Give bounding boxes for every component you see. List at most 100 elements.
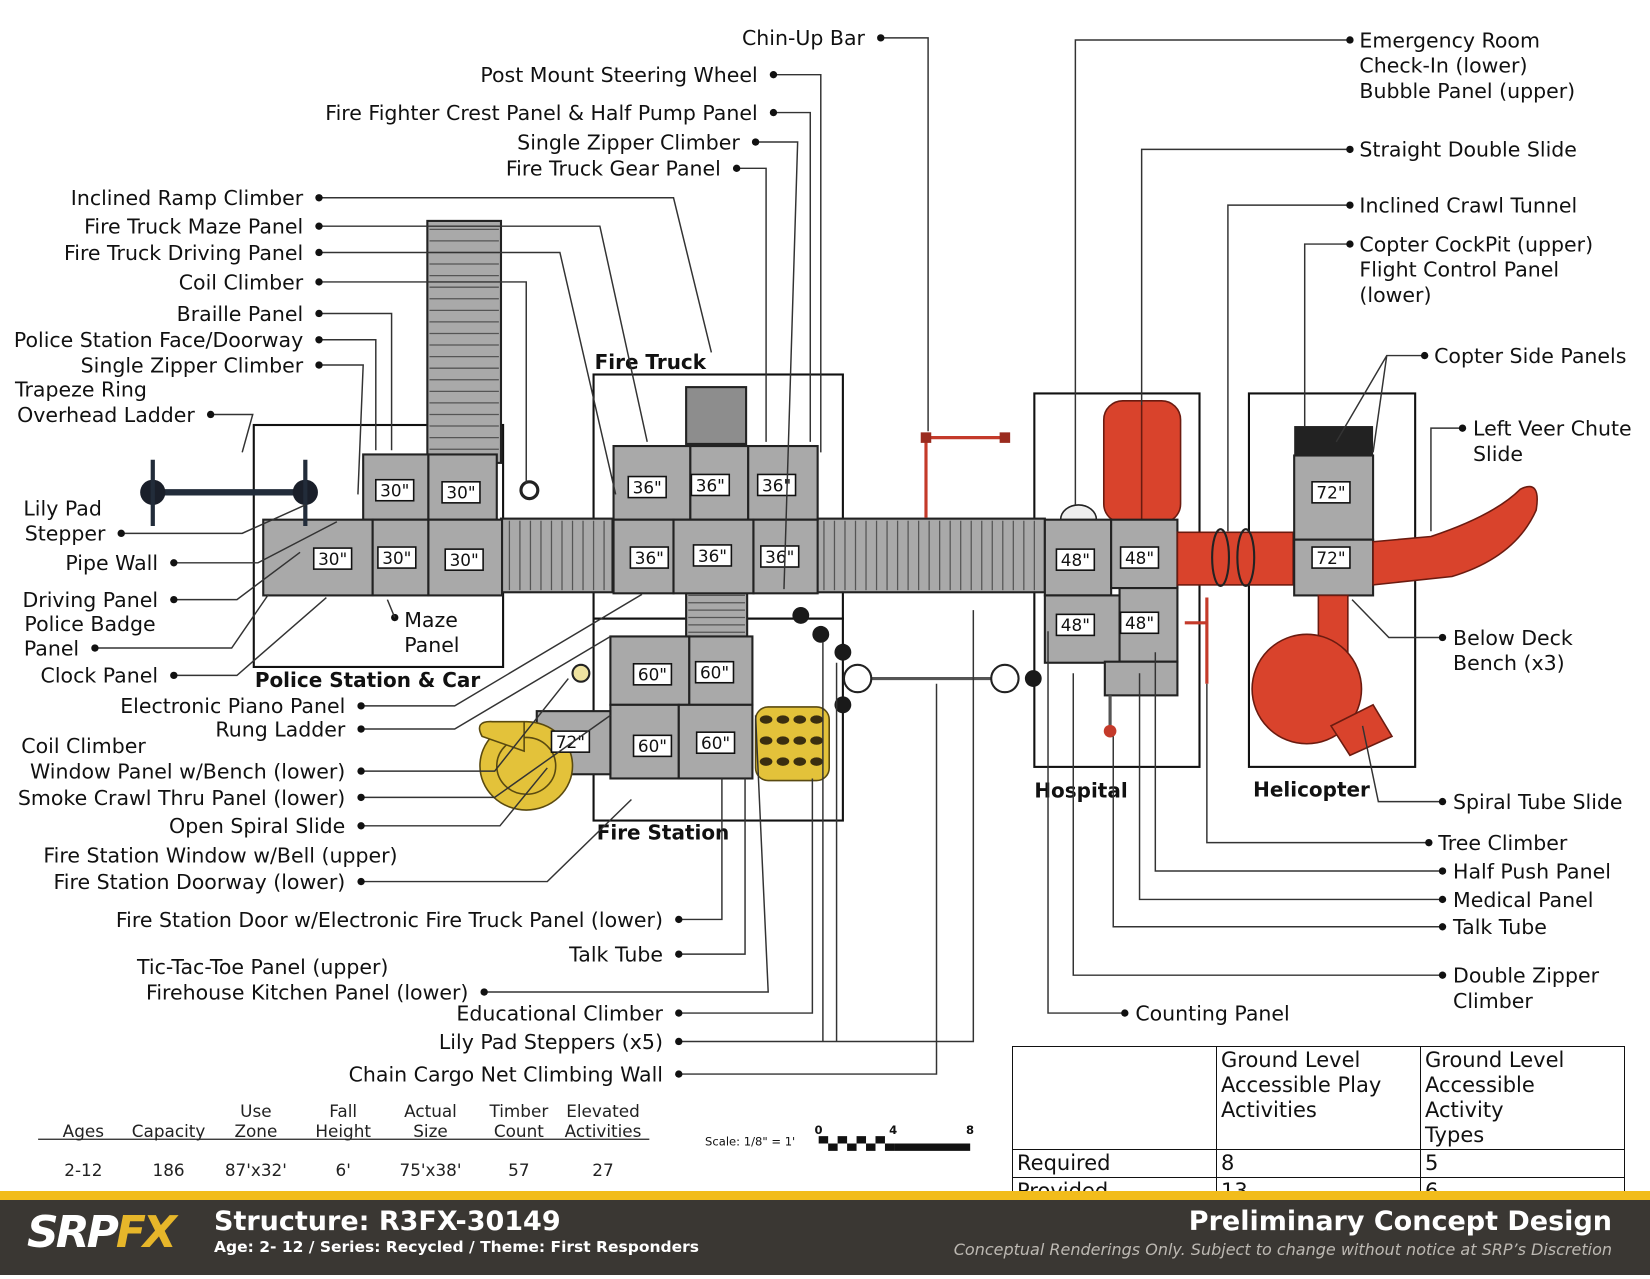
deck-height-box [1055, 548, 1096, 571]
structure-stats: Ages2-12Capacity186UseZone87'x32'FallHei… [38, 1101, 650, 1180]
deck-height-box [629, 546, 670, 569]
callout-medical-panel: Medical Panel [1453, 888, 1593, 912]
callout-dot [315, 361, 323, 369]
deck-height-box [1311, 546, 1351, 569]
callout-dot [315, 278, 323, 286]
callout-police-station-face: Police Station Face/Doorway [14, 328, 303, 352]
callout-pipe-wall: Pipe Wall [65, 551, 158, 575]
callout-dot [1438, 971, 1447, 979]
callout-rung-ladder: Rung Ladder [215, 717, 345, 741]
leader-line [210, 413, 254, 453]
deck-height-box [377, 546, 417, 569]
callout-half-push-panel: Half Push Panel [1453, 859, 1611, 883]
deck-height-label: 60" [701, 733, 730, 753]
deck-height-box [1119, 611, 1160, 635]
deck-height-box [695, 731, 736, 755]
deck-height-label: 30" [446, 483, 475, 503]
leader-line [318, 312, 393, 451]
stat-header: Height [315, 1121, 371, 1141]
callout-dot [480, 988, 488, 996]
deck-height-box [690, 473, 731, 497]
deck-height-label: 60" [700, 663, 729, 683]
callout-driving-panel: Driving Panel [22, 588, 158, 612]
callout-copter-cockpit-1: Copter CockPit (upper) [1359, 232, 1593, 256]
callout-trapeze-ring-1: Trapeze Ring [14, 378, 147, 402]
deck-height-label: 36" [633, 477, 662, 497]
callout-dot [751, 138, 760, 146]
deck-height-label: 36" [635, 548, 664, 568]
stat-header: Count [494, 1121, 544, 1141]
leader-line [318, 225, 648, 442]
disclaimer: Conceptual Renderings Only. Subject to c… [953, 1240, 1612, 1259]
callout-dot [1346, 240, 1354, 248]
stat-value: 2-12 [64, 1160, 102, 1180]
callout-dot [357, 725, 365, 733]
callout-dot [1438, 633, 1447, 642]
deck-height-box [694, 660, 735, 684]
deck-height-box [627, 475, 667, 499]
callout-smoke-crawl: Smoke Crawl Thru Panel (lower) [18, 786, 345, 810]
leader-line [678, 778, 723, 921]
leader-line [678, 683, 938, 1075]
deck-height-label: 72" [556, 732, 585, 752]
leader-line [1227, 204, 1350, 532]
deck-height-label: 60" [638, 665, 667, 685]
deck-height-label: 48" [1125, 613, 1154, 633]
callout-braille-panel: Braille Panel [177, 302, 304, 326]
leader-line [1154, 652, 1443, 872]
leader-lines [91, 34, 1467, 1078]
callout-dot [675, 1009, 683, 1017]
callout-fire-truck-gear-panel: Fire Truck Gear Panel [506, 157, 721, 181]
callout-chain-cargo-net: Chain Cargo Net Climbing Wall [349, 1062, 663, 1086]
tree-climber [1184, 597, 1209, 684]
zone-title-fire-station: Fire Station [597, 820, 730, 844]
stat-header: Capacity [132, 1121, 206, 1141]
callout-dot [315, 248, 323, 257]
stat-header: Activities [565, 1121, 642, 1141]
callout-police-badge-1: Police Badge [24, 612, 155, 636]
callout-dot [1346, 36, 1354, 44]
row-label-required: Required [1012, 1149, 1217, 1178]
deck-height-label: 48" [1061, 550, 1090, 570]
callout-dot [1420, 351, 1429, 360]
lily-pad-steppers [792, 606, 1042, 714]
callout-inclined-crawl-tunnel: Inclined Crawl Tunnel [1359, 194, 1577, 218]
callout-dot [206, 410, 215, 419]
callout-spiral-tube-slide: Spiral Tube Slide [1453, 790, 1623, 814]
callout-electronic-piano-panel: Electronic Piano Panel [120, 694, 345, 718]
deck-height-box [692, 544, 733, 567]
spiral-tube-slide [1251, 594, 1394, 757]
callout-coil-climber-window-2: Window Panel w/Bench (lower) [30, 759, 345, 783]
deck-height-label: 36" [765, 547, 794, 567]
leader-line [173, 596, 327, 677]
callout-counting-panel: Counting Panel [1135, 1001, 1289, 1025]
helicopter-decks [1293, 454, 1375, 597]
leader-line [121, 504, 306, 535]
stair-firetruck-to-firestation [685, 588, 749, 641]
leader-line [1074, 39, 1350, 505]
leader-line [678, 778, 746, 955]
stat-header: Ages [63, 1121, 104, 1141]
callout-fire-fighter-crest: Fire Fighter Crest Panel & Half Pump Pan… [325, 101, 757, 125]
chain-cargo-net [842, 663, 1020, 694]
scale-tick-0: 0 [814, 1123, 822, 1137]
leader-line [94, 593, 270, 649]
callout-inclined-ramp-climber: Inclined Ramp Climber [71, 186, 304, 210]
stat-value: 87'x32' [225, 1160, 287, 1180]
callout-dot [315, 194, 323, 202]
callout-dot [1438, 895, 1447, 904]
stat-header: Size [413, 1121, 448, 1141]
deck-height-label: 72" [1316, 483, 1345, 503]
callout-dot [170, 595, 178, 604]
leader-line [1047, 631, 1125, 1014]
police-decks [262, 453, 504, 597]
callout-maze-panel-1: Maze [404, 608, 458, 632]
callout-below-deck-1: Below Deck [1453, 626, 1573, 650]
left-veer-chute-slide [1372, 485, 1538, 586]
deck-height-label: 30" [380, 481, 409, 501]
callout-dot [1346, 145, 1354, 154]
deck-height-label: 36" [698, 546, 727, 566]
stat-header: Timber [488, 1101, 548, 1121]
callout-educational-climber: Educational Climber [456, 1001, 663, 1025]
callout-post-mount-steering-wheel: Post Mount Steering Wheel [480, 63, 757, 87]
